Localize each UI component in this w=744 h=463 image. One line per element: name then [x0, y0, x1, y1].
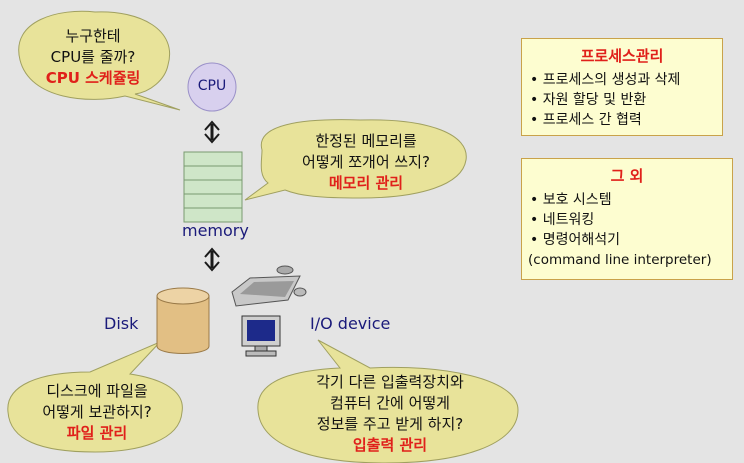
memory-stack — [183, 151, 243, 223]
io-bubble-line-1: 각기 다른 입출력장치와 — [316, 373, 464, 391]
cpu-circle — [187, 62, 237, 112]
list-item: 자원 할당 및 반환 — [530, 90, 722, 110]
memory-label: memory — [182, 221, 249, 240]
command-line-interpreter-note: (command line interpreter) — [528, 252, 712, 268]
list-item: 네트워킹 — [530, 210, 732, 230]
keyboard-icon — [231, 265, 307, 307]
memory-bubble-line-2: 어떻게 쪼개어 쓰지? — [302, 153, 430, 171]
memory-bubble: 한정된 메모리를 어떻게 쪼개어 쓰지? 메모리 관리 — [268, 131, 464, 194]
memory-bubble-line-1: 한정된 메모리를 — [315, 132, 417, 150]
cpu-bubble-line-1: 누구한테 — [65, 27, 121, 45]
io-device-label: I/O device — [310, 314, 391, 333]
disk-bubble-line-1: 디스크에 파일을 — [46, 382, 148, 400]
cpu-bubble-shape — [18, 10, 181, 111]
process-management-title: 프로세스관리 — [580, 47, 664, 65]
cpu-memory-arrow — [204, 120, 220, 144]
io-bubble-shape — [257, 339, 519, 463]
process-management-box: 프로세스관리 프로세스의 생성과 삭제 자원 할당 및 반환 프로세스 간 협력 — [521, 38, 723, 136]
memory-bubble-shape — [244, 119, 467, 201]
cpu-bubble: 누구한테 CPU를 줄까? CPU 스케쥴링 — [28, 26, 158, 89]
cpu-scheduling-label: CPU 스케쥴링 — [45, 69, 141, 87]
list-item: 프로세스 간 협력 — [530, 110, 722, 130]
other-functions-title: 그 외 — [610, 167, 644, 185]
memory-management-label: 메모리 관리 — [328, 174, 404, 192]
io-bubble: 각기 다른 입출력장치와 컴퓨터 간에 어떻게 정보를 주고 받게 하지? 입출… — [266, 372, 514, 456]
disk-bubble-line-2: 어떻게 보관하지? — [42, 403, 152, 421]
cpu-label: CPU — [197, 78, 227, 94]
io-bubble-line-2: 컴퓨터 간에 어떻게 — [330, 394, 450, 412]
monitor-icon — [241, 315, 281, 357]
process-management-list: 프로세스의 생성과 삭제 자원 할당 및 반환 프로세스 간 협력 — [522, 70, 722, 130]
list-item: 명령어해석기 — [530, 230, 732, 250]
disk-label: Disk — [104, 314, 139, 333]
memory-disk-arrow — [204, 247, 220, 272]
list-item: 보호 시스템 — [530, 190, 732, 210]
disk-bubble: 디스크에 파일을 어떻게 보관하지? 파일 관리 — [14, 381, 180, 444]
io-management-label: 입출력 관리 — [352, 436, 428, 454]
disk-bubble-shape — [7, 341, 183, 453]
file-management-label: 파일 관리 — [66, 424, 128, 442]
cpu-bubble-line-2: CPU를 줄까? — [50, 48, 136, 66]
disk-cylinder — [156, 287, 210, 354]
io-bubble-line-3: 정보를 주고 받게 하지? — [316, 415, 464, 433]
other-functions-box: 그 외 보호 시스템 네트워킹 명령어해석기 (command line int… — [521, 158, 733, 280]
other-functions-list: 보호 시스템 네트워킹 명령어해석기 — [522, 190, 732, 250]
list-item: 프로세스의 생성과 삭제 — [530, 70, 722, 90]
